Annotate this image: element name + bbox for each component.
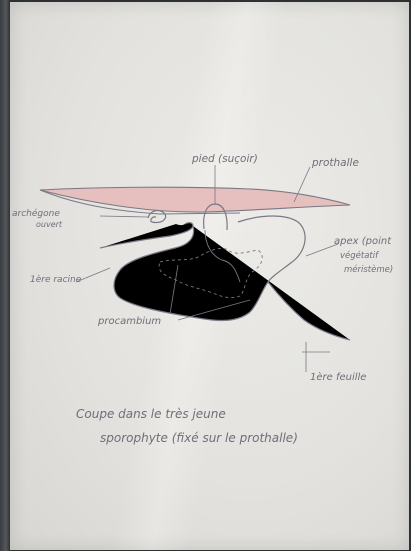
label-apex-1: apex (point xyxy=(334,236,392,247)
prothalle-shape xyxy=(40,187,350,212)
label-archegone-2: ouvert xyxy=(36,220,63,229)
archegone-shape xyxy=(148,211,166,223)
label-apex-3: méristème) xyxy=(344,264,393,275)
label-feuille: 1ère feuille xyxy=(310,371,366,383)
label-archegone-1: archégone xyxy=(12,208,60,219)
label-prothalle: prothalle xyxy=(311,157,359,169)
caption-line-1: Coupe dans le très jeune xyxy=(76,407,226,421)
caption-line-2: sporophyte (fixé sur le prothalle) xyxy=(100,431,298,445)
label-apex-2: végétatif xyxy=(340,250,380,261)
archegone-pointer xyxy=(100,216,148,217)
label-racine: 1ère racine xyxy=(30,274,82,285)
label-pied: pied (suçoir) xyxy=(191,153,258,165)
label-procambium: procambium xyxy=(97,316,161,327)
